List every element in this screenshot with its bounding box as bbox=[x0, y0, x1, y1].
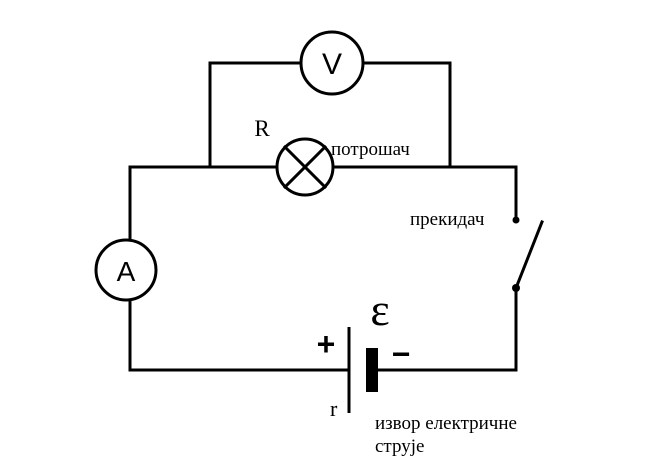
voltmeter-icon: V bbox=[299, 30, 365, 96]
source-label-line2: струје bbox=[375, 436, 424, 457]
switch-icon bbox=[512, 216, 544, 292]
source-label-line1: извор електричне bbox=[375, 413, 517, 434]
ammeter-icon: A bbox=[94, 238, 158, 302]
circuit-wires bbox=[128, 61, 518, 372]
resistance-label: R bbox=[254, 116, 270, 141]
ammeter-label: A bbox=[117, 256, 136, 287]
plus-sign: + bbox=[317, 326, 336, 362]
switch-label: прекидач bbox=[410, 209, 485, 230]
lamp-icon bbox=[275, 137, 335, 197]
consumer-label: потрошач bbox=[331, 139, 410, 160]
voltmeter-label: V bbox=[322, 48, 342, 81]
internal-resistance-label: r bbox=[330, 396, 338, 421]
emf-symbol: ε bbox=[370, 284, 389, 335]
minus-sign: − bbox=[392, 336, 411, 372]
battery-icon bbox=[347, 327, 378, 413]
